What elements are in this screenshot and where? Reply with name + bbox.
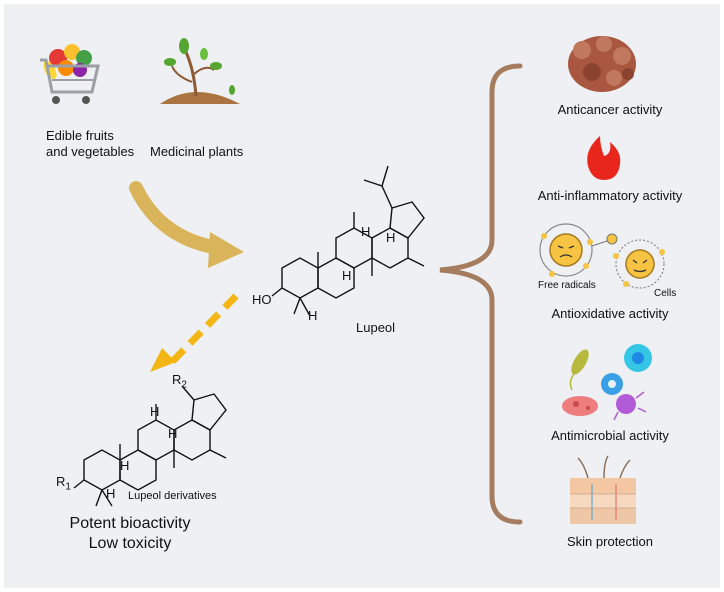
r2-label: R2 bbox=[172, 372, 187, 391]
r1-label: R1 bbox=[56, 474, 71, 493]
solid-arrow bbox=[129, 181, 244, 268]
antimicrobial-label: Antimicrobial activity bbox=[551, 428, 669, 443]
dashed-arrow bbox=[150, 293, 239, 372]
h-label-5: H bbox=[150, 404, 160, 419]
lupeol-label: Lupeol bbox=[356, 320, 396, 335]
h-label-2: H bbox=[386, 230, 396, 245]
lupeol-structure bbox=[271, 165, 425, 317]
shopping-cart-icon bbox=[40, 44, 100, 104]
flame-icon bbox=[587, 136, 621, 180]
microbes-icon bbox=[562, 344, 652, 421]
sprout-icon bbox=[160, 38, 240, 104]
fruits-label-line1: Edible fruits bbox=[46, 128, 114, 143]
cell-icon bbox=[613, 239, 665, 289]
h-label-4: H bbox=[308, 308, 318, 323]
ho-label: HO bbox=[252, 292, 272, 307]
derivative-structure bbox=[73, 385, 227, 507]
skin-protection-label: Skin protection bbox=[567, 534, 653, 549]
antioxidative-label: Antioxidative activity bbox=[551, 306, 669, 321]
free-radical-icon bbox=[539, 223, 618, 277]
activity-brace bbox=[439, 63, 523, 525]
plants-label: Medicinal plants bbox=[150, 144, 244, 159]
h-label-8: H bbox=[106, 486, 116, 501]
potent-bioactivity-label: Potent bioactivity bbox=[69, 515, 191, 532]
free-radicals-label: Free radicals bbox=[538, 280, 596, 291]
low-toxicity-label: Low toxicity bbox=[88, 535, 172, 552]
h-label-3: H bbox=[342, 268, 352, 283]
h-label-1: H bbox=[361, 224, 371, 239]
h-label-6: H bbox=[168, 426, 178, 441]
skin-layers-icon bbox=[570, 455, 636, 524]
h-label-7: H bbox=[120, 458, 130, 473]
cells-label: Cells bbox=[654, 288, 677, 299]
cancer-cell-icon bbox=[568, 36, 636, 92]
fruits-label-line2: and vegetables bbox=[46, 144, 135, 159]
anticancer-label: Anticancer activity bbox=[557, 102, 663, 117]
anti-inflammatory-label: Anti-inflammatory activity bbox=[537, 188, 683, 203]
derivatives-label: Lupeol derivatives bbox=[128, 490, 217, 502]
